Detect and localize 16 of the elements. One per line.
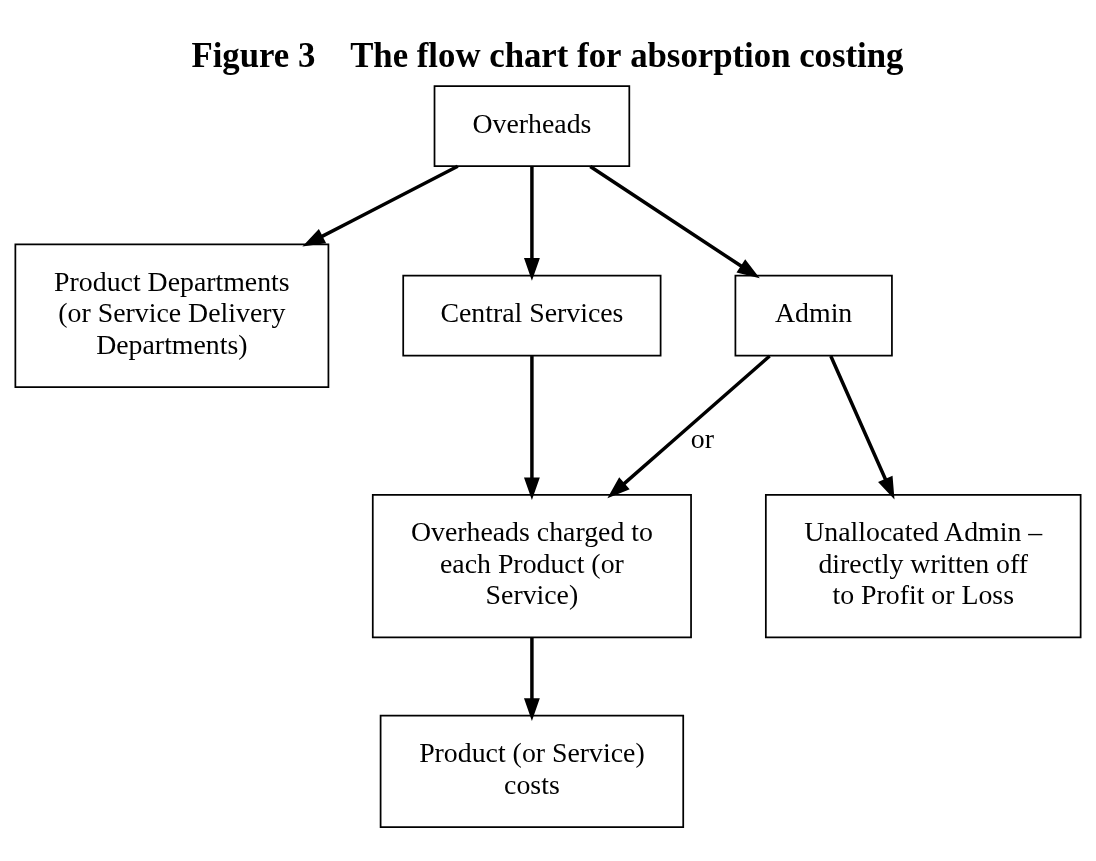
arrow xyxy=(523,356,540,501)
node-box: Overheads xyxy=(433,85,631,167)
arrow xyxy=(523,637,540,721)
node-box: Product Departments (or Service Delivery Departments) xyxy=(14,243,330,388)
arrow xyxy=(302,164,459,247)
edge-label: or xyxy=(690,422,714,454)
node-box: Product (or Service) costs xyxy=(379,714,685,828)
node-box: Central Services xyxy=(402,274,662,357)
arrow xyxy=(829,355,895,500)
arrow xyxy=(589,164,760,279)
arrow xyxy=(523,166,540,281)
node-box: Unallocated Admin – directly written off to Profit or Loss xyxy=(764,494,1082,639)
arrow xyxy=(607,354,771,499)
node-box: Overheads charged to each Product (or Service) xyxy=(371,494,692,639)
node-box: Admin xyxy=(734,274,893,357)
diagram-title: Figure 3 The flow chart for absorption costing xyxy=(191,36,904,75)
